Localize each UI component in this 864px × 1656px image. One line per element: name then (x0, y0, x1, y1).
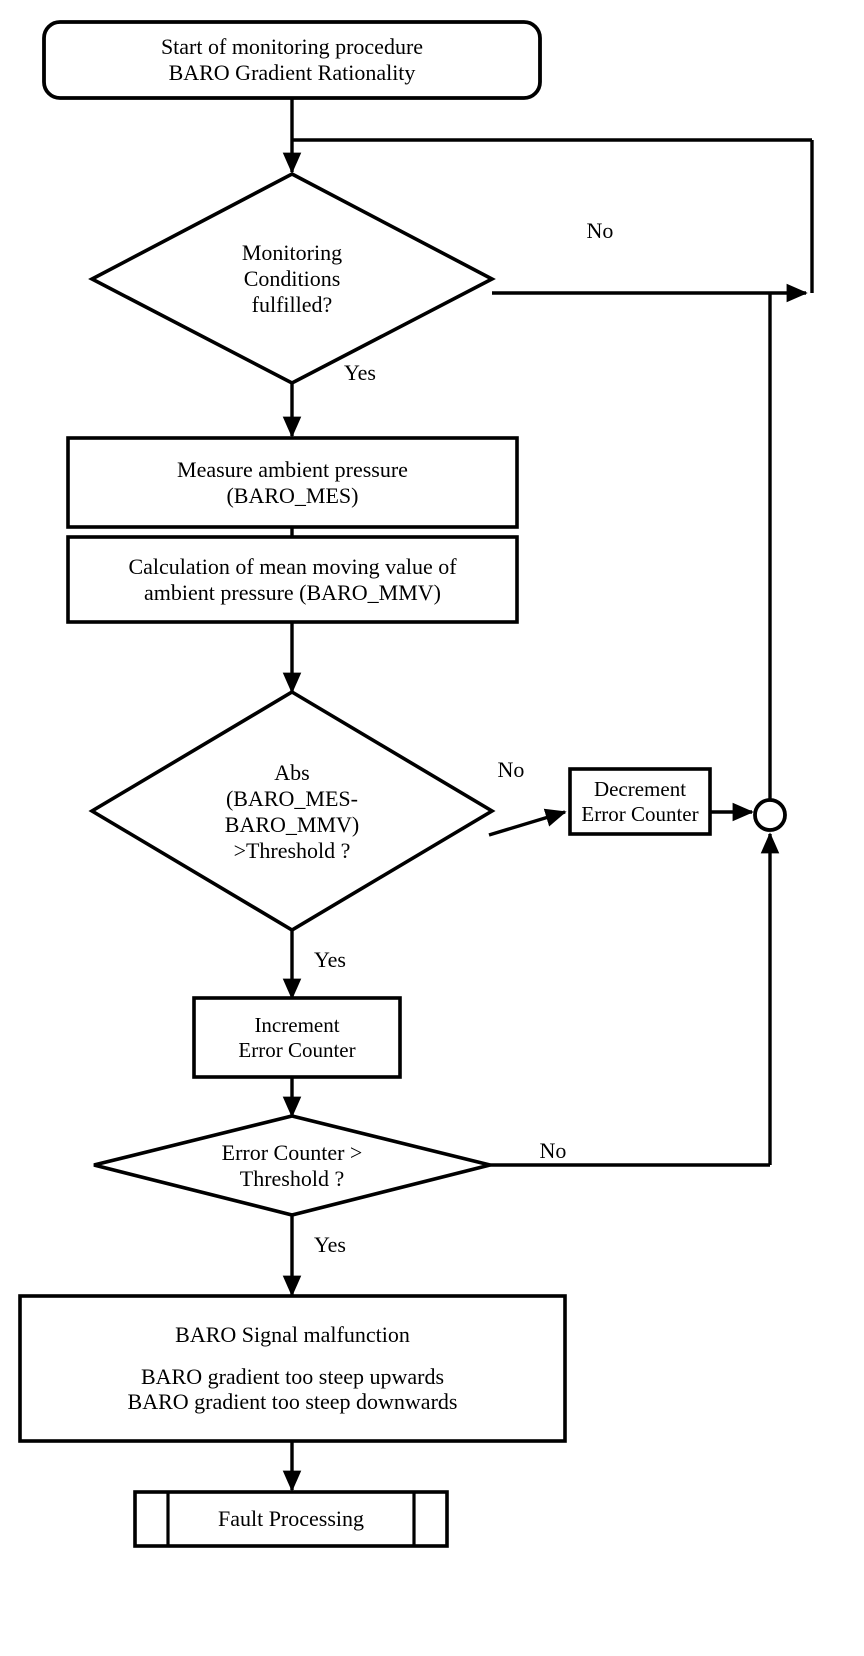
edge-label-counter-no: No (539, 1138, 567, 1163)
node-conditions-shape (88, 171, 496, 386)
edge-threshold-no (488, 808, 567, 837)
node-increment-shape (192, 996, 402, 1079)
node-malfunction-shape (18, 1294, 567, 1443)
node-counter-shape (93, 1114, 491, 1217)
node-measure-shape (66, 436, 519, 529)
node-start-shape (42, 20, 542, 100)
edge-label-counter-yes: Yes (313, 1232, 346, 1257)
edge-label-threshold-no: No (497, 757, 525, 782)
node-threshold-shape (88, 689, 496, 933)
node-calculation-shape (66, 535, 519, 624)
edge-label-conditions-no: No (586, 218, 614, 243)
node-fault-processing-shape (133, 1490, 449, 1548)
edge-label-conditions-yes: Yes (343, 360, 376, 385)
node-merge-junction-shape (753, 798, 787, 832)
node-decrement-shape (568, 767, 712, 836)
edge-label-threshold-yes: Yes (313, 947, 346, 972)
